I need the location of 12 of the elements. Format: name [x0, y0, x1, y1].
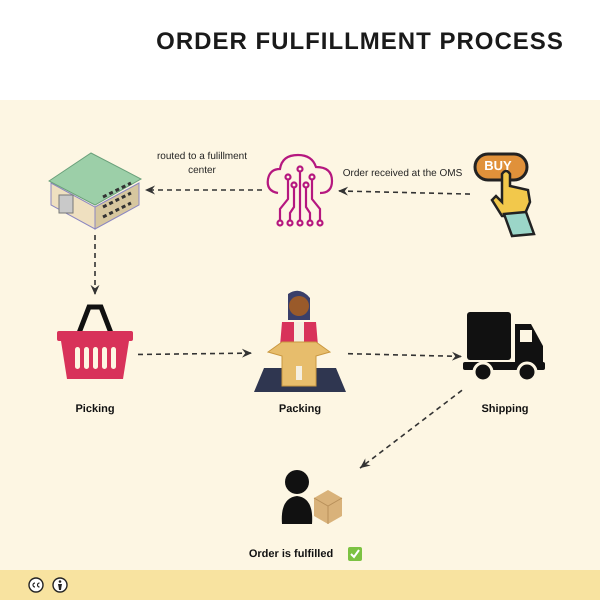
dashed-arrow: [90, 235, 100, 295]
dashed-arrow: [338, 186, 470, 196]
dashed-arrow: [348, 352, 462, 361]
step-label: Shipping: [480, 403, 530, 415]
dashed-arrow: [360, 390, 462, 469]
step-label: Packing: [278, 403, 322, 415]
title: ORDER FULFILLMENT PROCESS: [155, 28, 565, 56]
step-label: Picking: [74, 403, 116, 415]
step-label: Order is fulfilled: [248, 548, 334, 560]
dashed-arrow: [138, 348, 252, 358]
packing-step: [252, 290, 348, 415]
dashed-arrow: [145, 186, 262, 194]
